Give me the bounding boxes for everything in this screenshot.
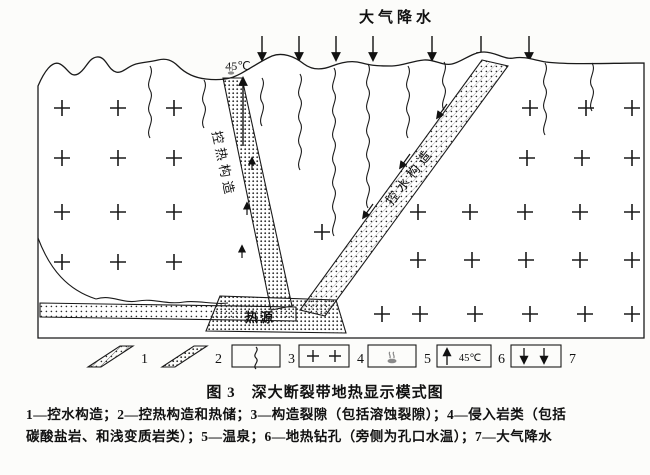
figure-caption-title: 图 3 深大断裂带地热显示模式图 xyxy=(206,385,444,401)
geothermal-cross-section-figure: 大气降水 xyxy=(37,8,645,370)
caption-desc-line1: 1—控水构造；2—控热构造和热储；3—构造裂隙（包括溶蚀裂隙）；4—侵入岩类（包… xyxy=(26,407,567,422)
rain-arrows xyxy=(257,36,534,62)
legend-num-6: 6 xyxy=(498,352,505,367)
legend-num-7: 7 xyxy=(569,352,576,367)
legend-item-fissure: 3 xyxy=(231,344,295,370)
legend: 1 2 3 4 5 45℃ 6 xyxy=(86,344,576,370)
legend-num-3: 3 xyxy=(288,352,295,367)
lower-ground-line xyxy=(37,237,229,304)
legend-item-heat-structure: 2 xyxy=(160,345,222,368)
legend-num-2: 2 xyxy=(215,352,222,367)
legend-num-1: 1 xyxy=(141,352,148,367)
heat-source-zone: 热源 xyxy=(205,295,347,334)
legend-item-borehole: 45℃ 6 xyxy=(436,344,505,368)
legend-num-5: 5 xyxy=(424,352,431,367)
legend-num-4: 4 xyxy=(357,352,364,367)
caption-desc-line2: 碳酸盐岩、和浅变质岩类）；5—温泉；6—地热钻孔（旁侧为孔口水温）；7—大气降水 xyxy=(26,428,553,444)
heat-source-label: 热源 xyxy=(245,310,275,325)
figure-caption-description: 1—控水构造；2—控热构造和热储；3—构造裂隙（包括溶蚀裂隙）；4—侵入岩类（包… xyxy=(0,402,650,447)
legend-borehole-temp: 45℃ xyxy=(459,353,482,364)
geothermal-borehole: 45℃ xyxy=(225,59,251,146)
legend-item-precipitation: 7 xyxy=(510,344,576,368)
legend-item-water-structure: 1 xyxy=(86,345,148,368)
terrain-outline xyxy=(37,51,645,339)
borehole-temp-label: 45℃ xyxy=(225,59,250,73)
legend-item-intrusive-rock: 4 xyxy=(298,344,364,368)
precipitation-label: 大气降水 xyxy=(359,8,435,26)
structural-fissures xyxy=(148,61,594,237)
legend-item-hot-spring: 5 xyxy=(367,344,431,368)
